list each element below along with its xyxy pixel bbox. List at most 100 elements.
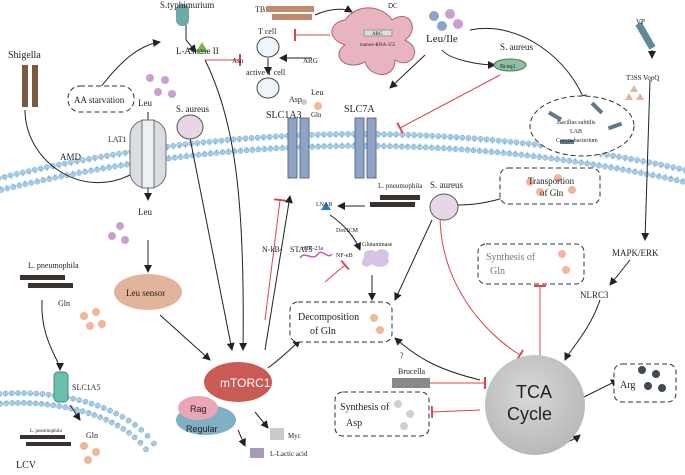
t-cell bbox=[256, 36, 280, 58]
label-stat5: STAT5 bbox=[290, 245, 312, 254]
lcv-membrane bbox=[0, 390, 157, 453]
lipid-tail bbox=[72, 398, 74, 402]
glutaminase-blob bbox=[361, 249, 389, 267]
lipid-tail bbox=[54, 173, 56, 178]
lipid-tail bbox=[96, 165, 98, 170]
lpn-rod-left bbox=[20, 275, 65, 280]
lipid-tail bbox=[139, 429, 142, 433]
label-synth-asp-2: Asp bbox=[346, 418, 362, 429]
label-question: ? bbox=[400, 351, 404, 360]
label-gln-lcv: Gln bbox=[86, 431, 98, 440]
lipid-tail bbox=[652, 171, 654, 176]
lipid-tail bbox=[533, 144, 535, 149]
label-slc1a5: SLC1A5 bbox=[72, 383, 100, 392]
lipid-tail bbox=[120, 161, 122, 166]
lpn-rod bbox=[380, 195, 420, 200]
lipid-tail bbox=[658, 172, 660, 177]
lipid-tail bbox=[151, 443, 155, 446]
myc-block bbox=[270, 428, 284, 440]
lipid-tail bbox=[112, 154, 114, 159]
lipid-tail bbox=[64, 404, 66, 408]
lipid-tail bbox=[586, 159, 588, 164]
lipid-tail bbox=[672, 167, 674, 172]
lipid-tail bbox=[4, 176, 6, 181]
lipid-tail bbox=[134, 434, 137, 438]
label-tca-1: TCA bbox=[516, 382, 552, 402]
lipid-tail bbox=[556, 155, 558, 160]
lipid-tail bbox=[76, 406, 78, 410]
lipid-tail bbox=[78, 400, 80, 404]
coryne-rod bbox=[560, 140, 574, 144]
label-leu-ile: Leu/Ile bbox=[426, 33, 458, 45]
label-leu-mid: Leu bbox=[138, 207, 152, 217]
lipid-tail bbox=[664, 173, 666, 178]
lipid-tail bbox=[676, 176, 678, 181]
leu-sensor bbox=[114, 274, 182, 310]
label-leu-top: Leu bbox=[138, 98, 152, 108]
lat1-channel bbox=[141, 119, 155, 189]
lipid-tail bbox=[30, 178, 32, 183]
label-bcnq: Bcnq1 bbox=[500, 64, 516, 70]
lipid-tail bbox=[126, 160, 128, 165]
lipid-tail bbox=[88, 410, 90, 414]
lab-rod bbox=[607, 121, 623, 131]
mtorc1-complex bbox=[204, 362, 272, 402]
label-bacillus: Bacillus subtilis bbox=[557, 120, 596, 126]
lipid-head bbox=[664, 163, 671, 169]
label-lactic: L-Lactic acid bbox=[270, 450, 308, 458]
lipid-tail bbox=[660, 164, 662, 169]
slc1a3-right bbox=[299, 117, 310, 179]
s-aureus-left-cell bbox=[176, 114, 204, 140]
lipid-tail bbox=[628, 166, 630, 171]
lipid-tail bbox=[600, 153, 602, 158]
lipid-tail bbox=[550, 154, 552, 159]
label-mtorc1: mTORC1 bbox=[220, 376, 271, 390]
label-lab: LAB bbox=[570, 129, 582, 135]
lipid-tail bbox=[185, 144, 187, 149]
label-dot-icm: Dot/ICM bbox=[336, 228, 359, 234]
shigella-rod bbox=[32, 65, 38, 107]
label-lat1: LAT1 bbox=[108, 135, 127, 144]
lipid-tail bbox=[94, 157, 96, 162]
lipid-tail bbox=[128, 430, 132, 433]
lipid-tail bbox=[527, 151, 529, 156]
lab-rod bbox=[590, 101, 604, 115]
pathway-arrows bbox=[24, 5, 656, 447]
lipid-tail bbox=[18, 181, 20, 186]
l-asnase-triangle bbox=[196, 42, 208, 52]
lipid-tail bbox=[114, 413, 117, 417]
label-l-pneumophila-left: L. pneumophila bbox=[28, 261, 79, 270]
tb-rod bbox=[266, 6, 314, 12]
tca-cycle-circle bbox=[485, 355, 585, 455]
lipid-head bbox=[55, 161, 62, 168]
bcnq-cell bbox=[493, 58, 527, 72]
lipid-tail bbox=[102, 407, 105, 411]
label-transport-2: of Gln bbox=[540, 188, 564, 198]
lipid-tail bbox=[634, 167, 636, 172]
lipid-tail bbox=[6, 184, 8, 189]
lipid-tail bbox=[78, 168, 80, 173]
bacteria-rods bbox=[20, 4, 656, 458]
label-asp: Asp bbox=[289, 95, 302, 104]
lipid-tail bbox=[185, 152, 187, 157]
lipid-tail bbox=[66, 171, 68, 176]
lipid-head bbox=[622, 154, 628, 161]
label-l-pneumophila-mid: L. pneumophila bbox=[378, 182, 423, 190]
lpn-rod-lcv bbox=[26, 442, 71, 446]
label-shigella: Shigella bbox=[8, 50, 41, 61]
lipid-head bbox=[676, 165, 683, 172]
label-aa-starvation: AA starvation bbox=[74, 95, 125, 105]
label-dc-arg: ARG bbox=[372, 32, 383, 37]
lipid-tail bbox=[16, 173, 18, 178]
lipid-tail bbox=[99, 414, 102, 418]
lipid-tail bbox=[114, 162, 116, 167]
label-synth-gln-1: Synthesis of bbox=[486, 252, 536, 263]
lipid-tail bbox=[539, 145, 541, 150]
lipid-tail bbox=[82, 159, 84, 164]
dendritic-cell bbox=[331, 7, 416, 75]
lipid-tail bbox=[179, 152, 181, 158]
label-active-t-cell: active T cell bbox=[246, 68, 286, 77]
vp-rod bbox=[635, 21, 656, 50]
label-vp: VP bbox=[636, 18, 645, 26]
label-arg: ARG bbox=[303, 57, 318, 65]
